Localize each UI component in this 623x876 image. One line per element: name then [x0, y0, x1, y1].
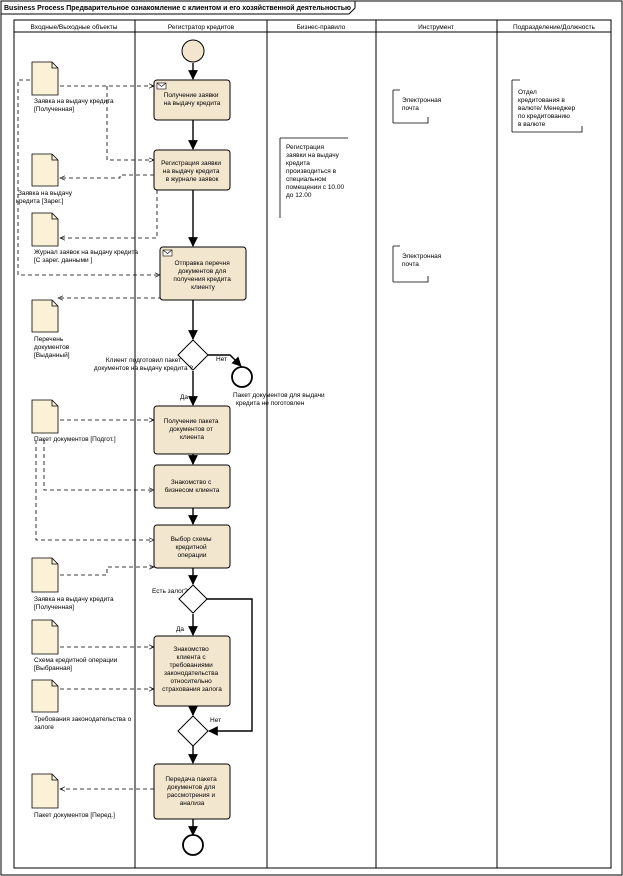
- tool-email-2[interactable]: Электронная почта: [392, 245, 443, 283]
- decision-no-label: Нет: [216, 356, 227, 363]
- object-credit-scheme[interactable]: Схема кредитной операции [Выбранная]: [31, 619, 119, 672]
- activity-label: Регистрация заявки на выдачу кредита в ж…: [161, 160, 223, 183]
- object-label: Заявка на выдачу кредита [Полученная]: [34, 98, 115, 113]
- department-text: Отдел кредитования в валюте/ Менеджер по…: [518, 89, 577, 128]
- object-package-transferred[interactable]: Пакет документов [Перед.]: [31, 773, 115, 819]
- svg-text:Пакет документов для выдачи: Пакет документов для выдачи кредита не п…: [233, 392, 326, 407]
- object-application-received-2[interactable]: Заявка на выдачу кредита [Полученная]: [31, 557, 115, 611]
- business-rule-note[interactable]: Регистрация заявки на выдачу кредита про…: [279, 137, 348, 218]
- merge-no-label: Нет: [210, 717, 221, 724]
- object-package-prepared[interactable]: Пакет документов [Подгот.]: [31, 399, 116, 443]
- activity-label: Знакомство с бизнесом клиента: [165, 479, 220, 494]
- frame-title: Business Process Предварительное ознаком…: [4, 4, 351, 12]
- activity-transfer-documents[interactable]: Передача пакета документов для рассмотре…: [153, 763, 231, 820]
- merge-node[interactable]: Нет: [177, 715, 221, 747]
- end-note: Пакет документов для выдачи кредита не п…: [233, 392, 326, 407]
- swimlanes: Входные/Выходные объекты Регистратор кре…: [13, 19, 612, 869]
- lane-title-business-rule: Бизнес-правило: [297, 24, 346, 31]
- envelope-icon: [162, 249, 173, 257]
- activity-label: Получение пакета документов от клиента: [164, 418, 221, 441]
- activity-choose-scheme[interactable]: Выбор схемы кредитной операции: [153, 524, 231, 569]
- end-node-final[interactable]: [182, 834, 204, 856]
- envelope-icon: [156, 82, 167, 90]
- activity-receive-documents[interactable]: Получение пакета документов от клиента: [153, 405, 231, 455]
- department-note[interactable]: Отдел кредитования в валюте/ Менеджер по…: [511, 79, 583, 133]
- object-label: Заявка на выдачу кредита [Зарег.]: [16, 190, 74, 205]
- tool-email-1[interactable]: Электронная почта: [392, 89, 443, 124]
- activity-register-application[interactable]: Регистрация заявки на выдачу кредита в ж…: [153, 149, 231, 191]
- decision-documents-prepared[interactable]: Клиент подготовил пакет документов на вы…: [94, 339, 227, 401]
- activity-label: Выбор схемы кредитной операции: [171, 535, 214, 559]
- lane-title-tool: Инструмент: [418, 24, 454, 31]
- tool-label: Электронная почта: [402, 253, 443, 268]
- control-flows: [188, 63, 253, 836]
- decision-question: Клиент подготовил пакет документов на вы…: [94, 357, 193, 372]
- start-node[interactable]: [181, 39, 205, 63]
- object-label: Пакет документов [Подгот.]: [34, 436, 116, 443]
- object-journal[interactable]: Журнал заявок на выдачу кредита [С зарег…: [31, 212, 140, 264]
- business-rule-text: Регистрация заявки на выдачу кредита про…: [286, 144, 346, 199]
- activity-label: Знакомство клиента с требованиями законо…: [162, 646, 222, 693]
- object-application-received[interactable]: Заявка на выдачу кредита [Полученная]: [31, 61, 115, 113]
- activity-label: Получение заявки на выдачу кредита: [164, 92, 221, 107]
- activity-label: Передача пакета документов для рассмотре…: [165, 776, 218, 807]
- decision-yes-label: Да: [176, 626, 184, 633]
- object-document-list[interactable]: Перечень документов [Выданный]: [31, 299, 71, 359]
- end-node-not-prepared[interactable]: [231, 366, 253, 388]
- decision-yes-label: Да: [180, 394, 188, 401]
- activity-label: Отправка перечня документов для получени…: [173, 260, 232, 291]
- activity-send-document-list[interactable]: Отправка перечня документов для получени…: [159, 246, 247, 301]
- lane-title-objects: Входные/Выходные объекты: [31, 23, 118, 31]
- activity-client-business[interactable]: Знакомство с бизнесом клиента: [153, 464, 231, 509]
- activity-insurance-requirements[interactable]: Знакомство клиента с требованиями законо…: [153, 635, 231, 707]
- object-label: Требования законодательства о залоге: [34, 715, 133, 731]
- lane-title-department: Подразделение/Должность: [513, 24, 596, 31]
- decision-question: Есть залог?: [152, 588, 188, 595]
- activity-receive-application[interactable]: Получение заявки на выдачу кредита: [153, 79, 231, 121]
- decision-collateral[interactable]: Есть залог? Да: [152, 584, 208, 633]
- object-label: Журнал заявок на выдачу кредита [С зарег…: [34, 249, 140, 264]
- object-label: Схема кредитной операции [Выбранная]: [34, 656, 119, 672]
- tool-label: Электронная почта: [402, 97, 443, 112]
- object-collateral-law[interactable]: Требования законодательства о залоге: [31, 679, 133, 731]
- object-label: Пакет документов [Перед.]: [34, 812, 115, 819]
- object-label: Перечень документов [Выданный]: [34, 336, 71, 359]
- object-application-registered[interactable]: Заявка на выдачу кредита [Зарег.]: [16, 153, 74, 205]
- lane-title-registrar: Регистратор кредитов: [168, 24, 235, 31]
- object-label: Заявка на выдачу кредита [Полученная]: [34, 596, 115, 611]
- object-flows: [17, 79, 162, 789]
